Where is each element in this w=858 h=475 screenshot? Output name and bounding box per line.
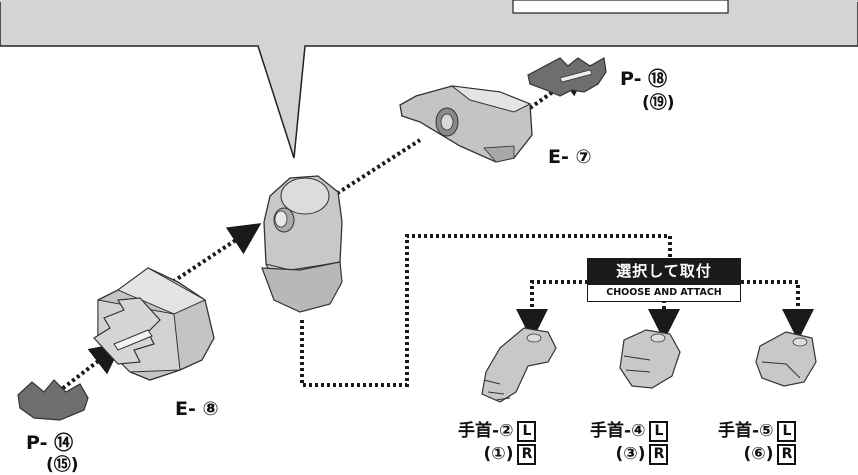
part-p18-image (527, 57, 607, 97)
wrist-hand-2-image (481, 327, 557, 403)
arm-body-image (261, 175, 343, 313)
arrow-e8-to-body (166, 223, 262, 287)
choose-line-right (741, 280, 814, 341)
label-p14-alt: (⑮) (46, 455, 79, 475)
label-p14: P- ⑭ (26, 432, 74, 454)
wrist-hand-4-image (619, 329, 681, 389)
wrist-hand-5-image (755, 331, 817, 387)
part-e8-image (93, 267, 215, 381)
choose-banner-en: CHOOSE AND ATTACH (587, 284, 741, 302)
label-p18-alt: (⑲) (642, 93, 675, 113)
part-p14-image (17, 379, 89, 421)
callout-bubble (0, 0, 858, 159)
label-e7: E- ⑦ (548, 146, 592, 168)
label-p18: P- ⑱ (620, 68, 668, 90)
choose-and-attach-banner: 選択して取付 CHOOSE AND ATTACH (587, 258, 741, 302)
arrow-p14-to-e8 (56, 342, 123, 394)
part-e7-image (399, 85, 533, 163)
choose-line-left (516, 280, 588, 341)
arrow-e7-to-body (325, 138, 422, 202)
choose-banner-jp: 選択して取付 (587, 258, 741, 284)
label-e8: E- ⑧ (175, 398, 219, 420)
wrist-connector-line (300, 234, 672, 387)
